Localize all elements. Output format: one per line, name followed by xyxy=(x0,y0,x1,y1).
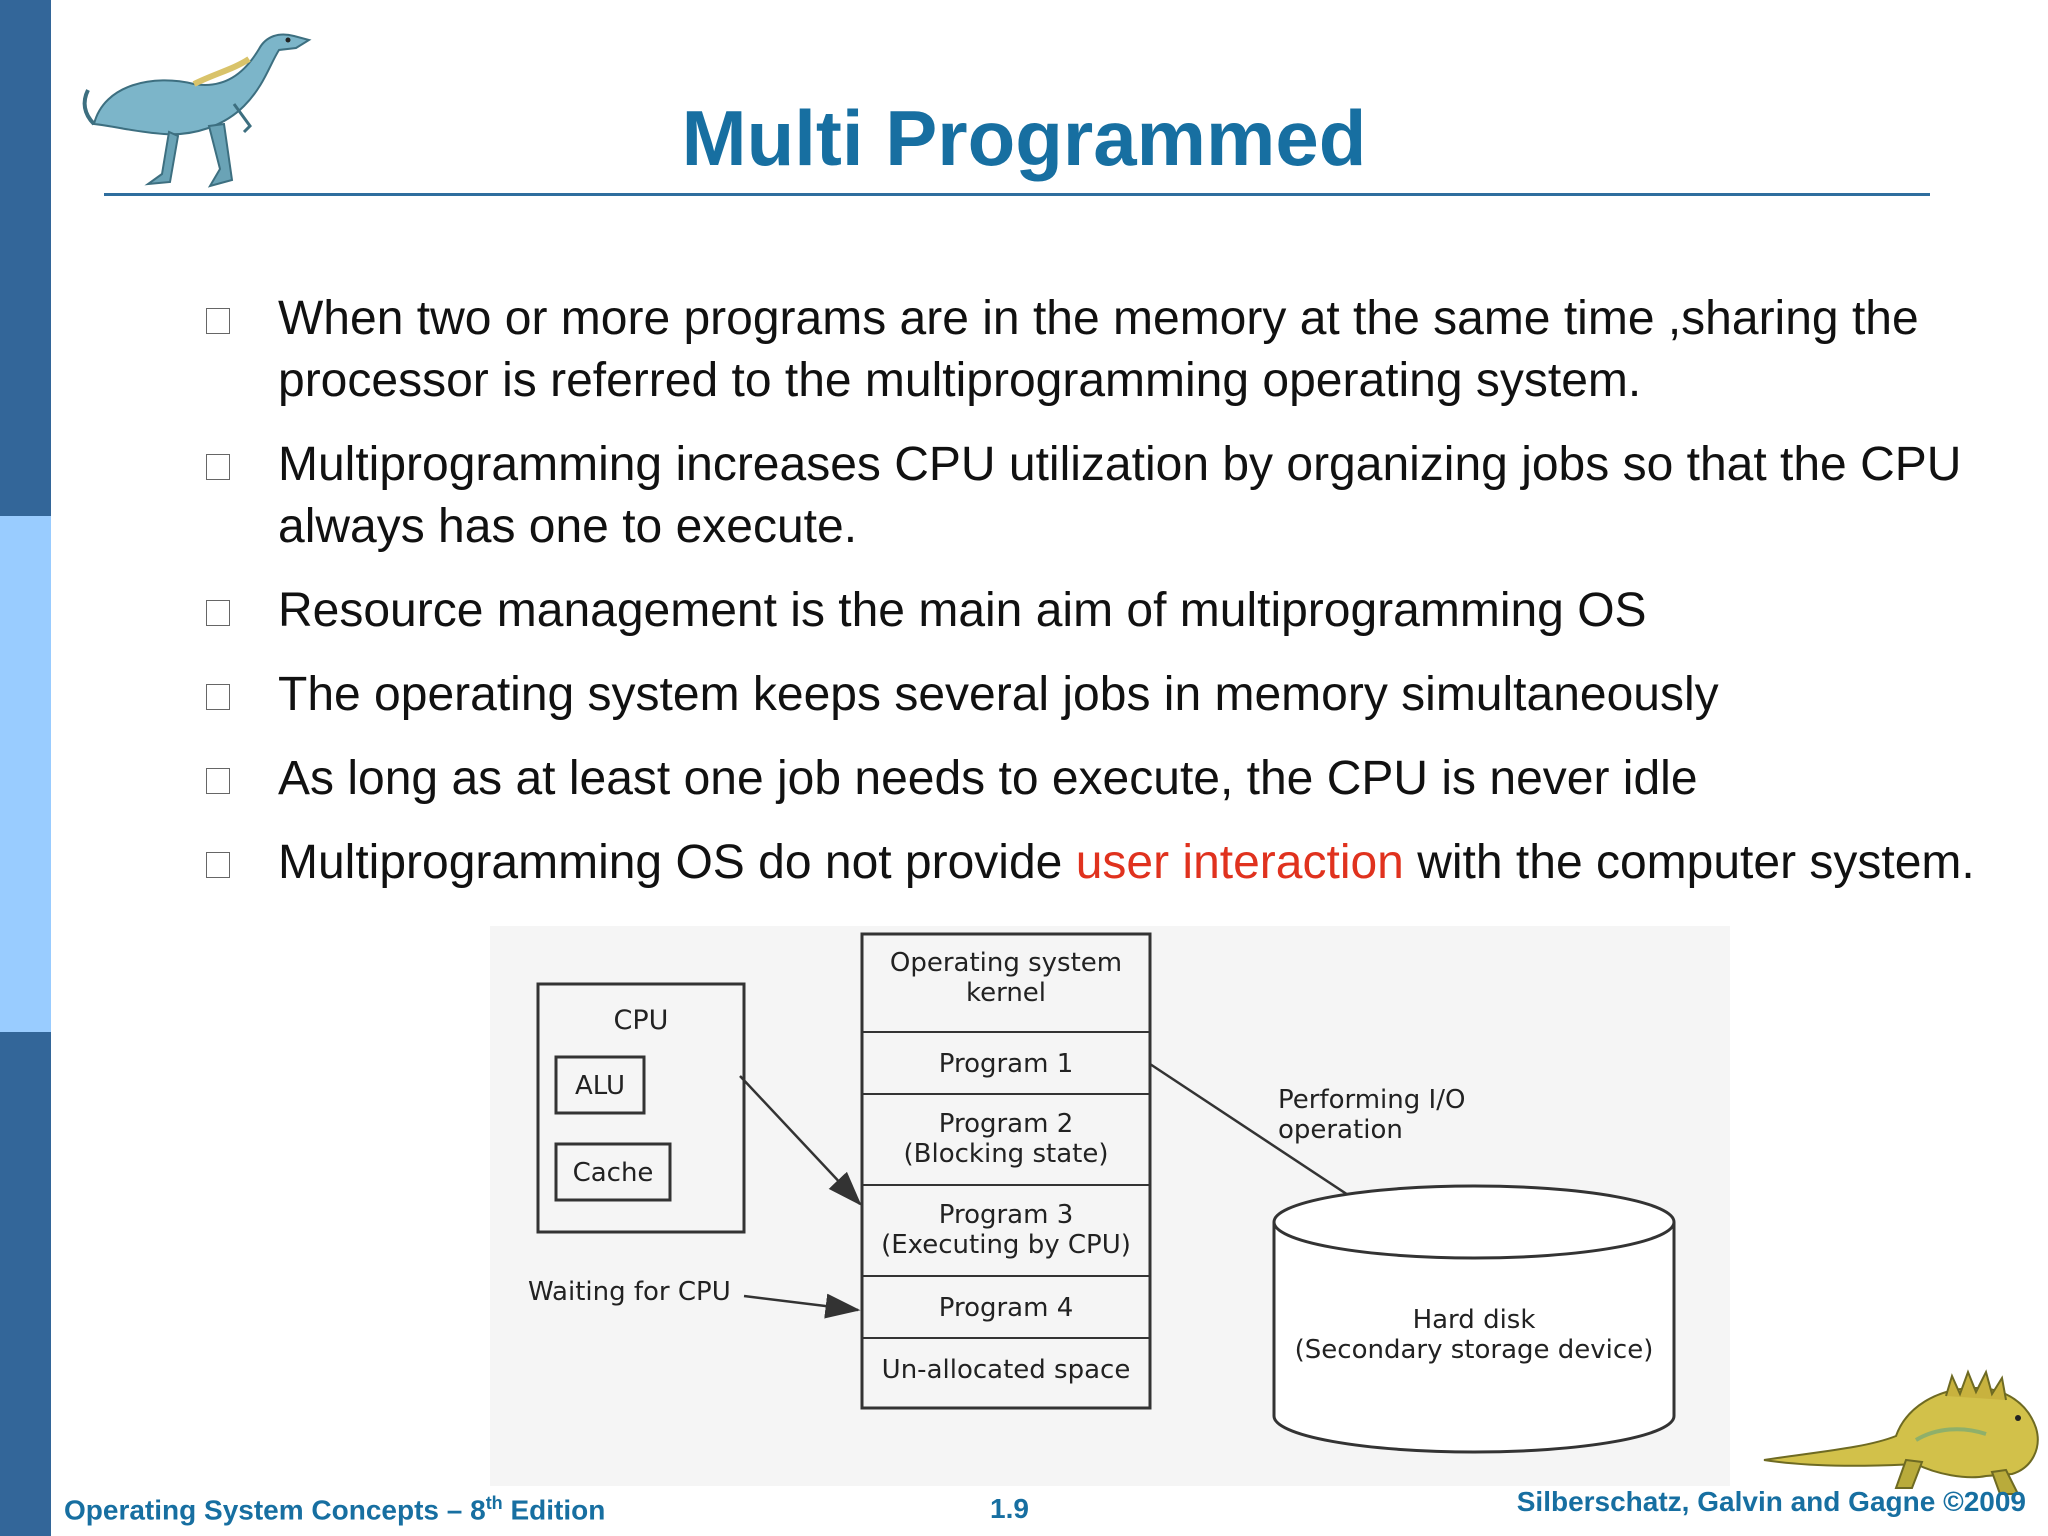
program2-label: Program 2 xyxy=(939,1109,1074,1139)
bullet-text: The operating system keeps several jobs … xyxy=(278,668,1719,721)
disk-label-2: (Secondary storage device) xyxy=(1295,1335,1654,1365)
list-item: Multiprogramming increases CPU utilizati… xyxy=(200,434,1980,558)
memory-stack: Operating system kernel Program 1 Progra… xyxy=(860,932,1152,1410)
waiting-label: Waiting for CPU xyxy=(528,1277,731,1307)
cpu-box: CPU ALU Cache xyxy=(536,982,746,1234)
io-label: Performing I/O xyxy=(1278,1085,1465,1115)
bullet-text: When two or more programs are in the mem… xyxy=(278,292,1919,407)
bullet-marker-icon xyxy=(206,308,230,334)
cpu-to-program3-arrow xyxy=(739,1075,862,1206)
list-item: Multiprogramming OS do not provide user … xyxy=(200,832,1980,894)
program3-state: (Executing by CPU) xyxy=(881,1230,1131,1260)
footer-title-prefix: Operating System Concepts – 8 xyxy=(64,1494,486,1526)
footer-title-suffix: Edition xyxy=(502,1494,606,1526)
multiprogramming-diagram: CPU ALU Cache Operating system kernel Pr… xyxy=(490,926,1730,1486)
waiting-arrow xyxy=(743,1293,861,1319)
alu-box xyxy=(554,1055,646,1115)
program3-label: Program 3 xyxy=(939,1200,1074,1230)
title-divider xyxy=(104,193,1930,196)
program1-label: Program 1 xyxy=(939,1049,1074,1079)
footer-book-title: Operating System Concepts – 8th Edition xyxy=(64,1493,605,1526)
slide-title: Multi Programmed xyxy=(681,94,1367,182)
bullet-text-before: Multiprogramming OS do not provide xyxy=(278,836,1076,889)
unallocated-label: Un-allocated space xyxy=(882,1355,1131,1385)
page-number: 1.9 xyxy=(990,1493,1029,1524)
alu-label: ALU xyxy=(575,1071,625,1101)
bullet-marker-icon xyxy=(206,852,230,878)
bullet-text-after: with the computer system. xyxy=(1403,836,1975,889)
footer-title-superscript: th xyxy=(485,1493,503,1513)
list-item: As long as at least one job needs to exe… xyxy=(200,748,1980,810)
program2-state: (Blocking state) xyxy=(904,1139,1109,1169)
bullet-list: When two or more programs are in the mem… xyxy=(200,288,1980,916)
list-item: The operating system keeps several jobs … xyxy=(200,664,1980,726)
bullet-marker-icon xyxy=(206,454,230,480)
list-item: Resource management is the main aim of m… xyxy=(200,580,1980,642)
dinosaur-icon xyxy=(1763,1369,2039,1495)
cpu-label: CPU xyxy=(614,1005,669,1036)
kernel-label-2: kernel xyxy=(966,978,1046,1008)
disk-label: Hard disk xyxy=(1413,1305,1536,1335)
dinosaur-icon xyxy=(82,33,312,188)
bullet-text: As long as at least one job needs to exe… xyxy=(278,752,1698,805)
footer-authors: Silberschatz, Galvin and Gagne ©2009 xyxy=(1516,1486,2026,1517)
program4-label: Program 4 xyxy=(939,1293,1074,1323)
list-item: When two or more programs are in the mem… xyxy=(200,288,1980,412)
hard-disk-cylinder: Hard disk (Secondary storage device) xyxy=(1272,1184,1676,1454)
sidebar-accent-bar xyxy=(0,0,51,1536)
highlighted-text: user interaction xyxy=(1075,836,1404,889)
kernel-label: Operating system xyxy=(890,948,1122,978)
io-label-2: operation xyxy=(1278,1115,1403,1145)
bullet-text: Multiprogramming increases CPU utilizati… xyxy=(278,438,1962,553)
bullet-text: Resource management is the main aim of m… xyxy=(278,584,1647,637)
bullet-marker-icon xyxy=(206,768,230,794)
sidebar-accent-middle xyxy=(0,516,51,1032)
cache-label: Cache xyxy=(573,1158,654,1188)
bullet-marker-icon xyxy=(206,600,230,626)
cache-box xyxy=(554,1142,672,1202)
bullet-marker-icon xyxy=(206,684,230,710)
